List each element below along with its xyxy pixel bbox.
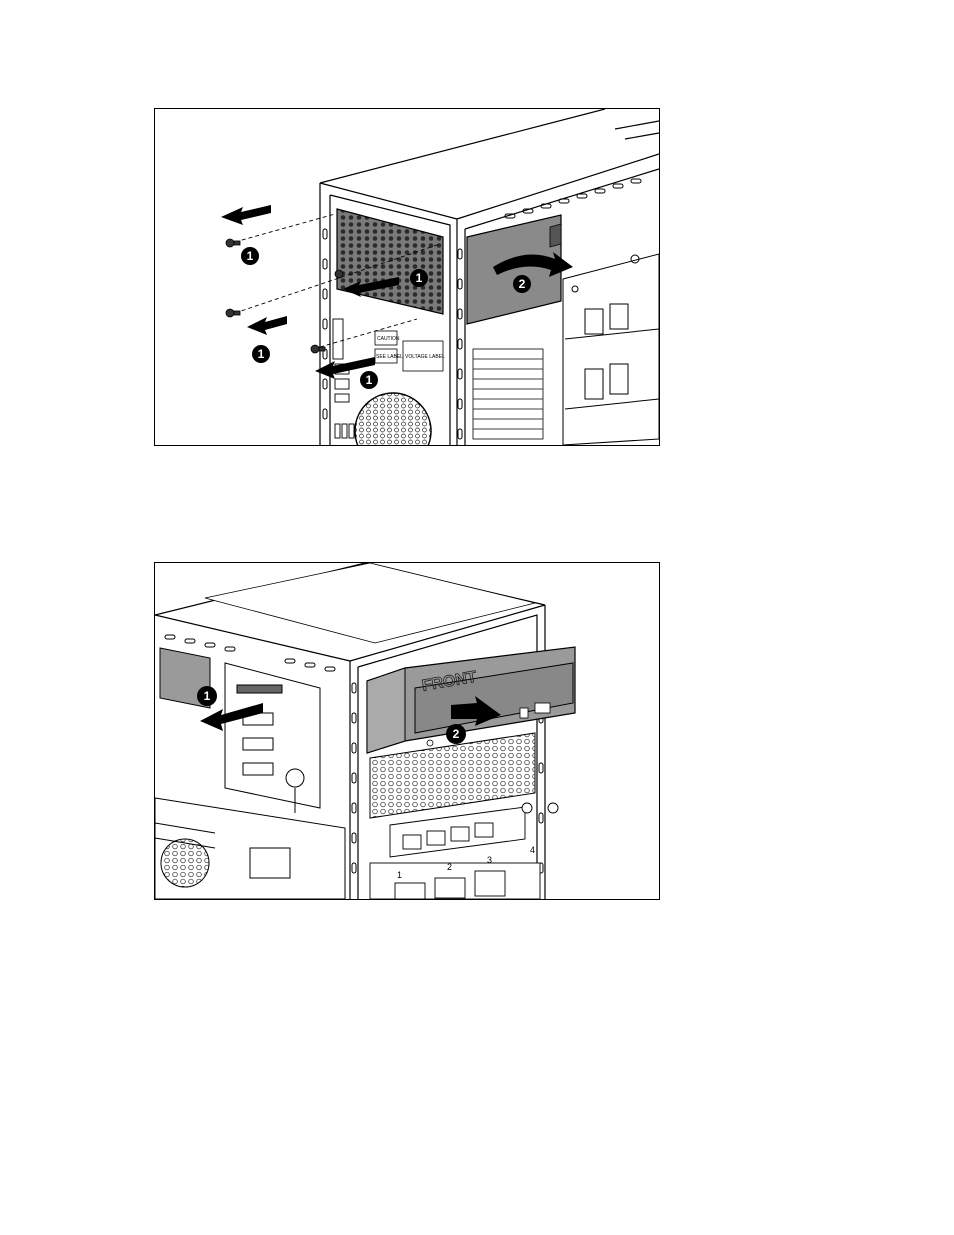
figure-remove-panel-screws: CAUTION SEE LABEL VOLTAGE LABEL xyxy=(154,108,660,446)
callout-badge-icon: 2 xyxy=(446,724,466,744)
callout-1a: 1 xyxy=(247,249,254,263)
heatsink xyxy=(473,349,543,439)
drive-cage xyxy=(563,254,659,445)
figure-remove-optical-drive: FRONT 1 2 3 4 xyxy=(154,562,660,900)
callout-1b: 1 xyxy=(258,347,265,361)
label-voltage: VOLTAGE LABEL xyxy=(405,354,445,360)
callout-2: 2 xyxy=(453,727,460,741)
label-caution: CAUTION xyxy=(377,336,400,342)
rear-fan-grill xyxy=(355,393,431,445)
drive-bracket xyxy=(225,663,320,813)
callout-1c: 1 xyxy=(416,271,423,285)
callout-1: 1 xyxy=(204,689,211,703)
bay-number-4: 4 xyxy=(530,845,535,855)
arrow-left-icon xyxy=(221,205,271,225)
bay-number-1: 1 xyxy=(397,870,402,880)
callout-badge-icon: 2 xyxy=(513,275,531,293)
illustration-server-chassis-rear: CAUTION SEE LABEL VOLTAGE LABEL xyxy=(155,109,659,445)
optical-drive: FRONT xyxy=(367,647,575,753)
side-access-panel xyxy=(467,215,561,324)
callout-badge-icon: 1 xyxy=(241,247,259,265)
bay-number-3: 3 xyxy=(487,855,492,865)
front-grill xyxy=(370,733,535,818)
chassis-outline xyxy=(155,563,545,899)
caution-labels: CAUTION SEE LABEL VOLTAGE LABEL xyxy=(375,331,445,371)
lower-interior xyxy=(155,798,345,899)
callout-badge-icon: 1 xyxy=(252,345,270,363)
callout-badge-icon: 1 xyxy=(410,269,428,287)
rear-io-ports xyxy=(333,319,354,438)
bay-number-2: 2 xyxy=(447,862,452,872)
callout-badge-icon: 1 xyxy=(360,371,378,389)
illustration-server-chassis-front: FRONT 1 2 3 4 xyxy=(155,563,659,899)
power-supply-fan xyxy=(337,209,443,314)
screw-icon xyxy=(226,239,240,247)
screw-icon xyxy=(226,309,240,317)
callout-2: 2 xyxy=(519,277,526,291)
callout-1d: 1 xyxy=(366,373,373,387)
screw-icon xyxy=(335,270,343,278)
rail-slots xyxy=(505,179,641,218)
label-see: SEE LABEL xyxy=(376,354,403,360)
arrow-left-icon xyxy=(247,316,287,335)
callout-badge-icon: 1 xyxy=(197,686,217,706)
